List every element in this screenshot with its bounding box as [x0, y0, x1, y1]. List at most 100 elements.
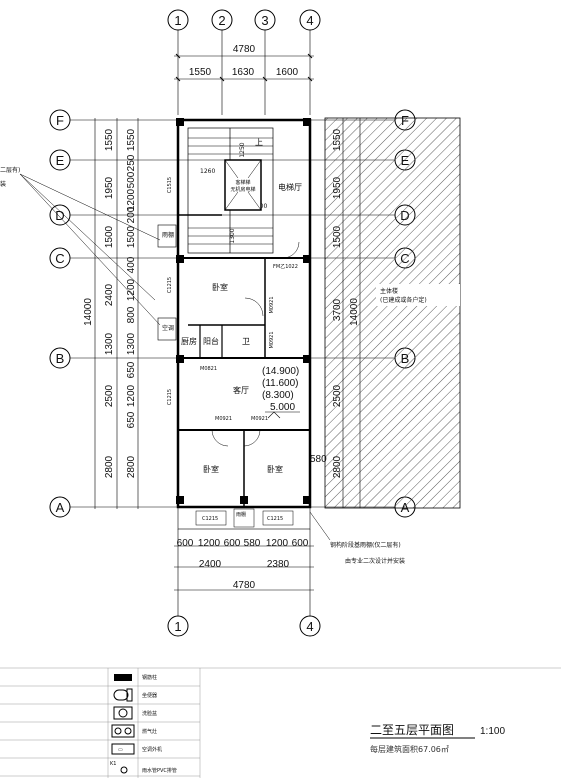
dim-bottom-p1: 2400 — [199, 559, 222, 570]
dim-left-o7: 2800 — [104, 455, 115, 478]
legend-pipe-code: K1 — [110, 761, 116, 767]
room-balcony: 阳台 — [203, 336, 219, 346]
dim-left-o3: 1500 — [104, 225, 115, 248]
elevator-hall-label: 电梯厅 — [278, 182, 302, 192]
dim-left-i1: 1550 — [126, 128, 137, 151]
drawing-title: 二至五层平面图 — [370, 723, 454, 737]
legend-label-4: 燃气灶 — [142, 728, 157, 735]
legend-stove-icon — [124, 727, 132, 735]
legend-label-5: 空调外机 — [142, 746, 162, 753]
dim-top-3: 1600 — [276, 67, 299, 78]
left-note-2: 装 — [0, 180, 6, 188]
dim-left-total: 14000 — [83, 298, 94, 326]
axis-label-1: 1 — [174, 13, 181, 28]
elevator-shaft: 客梯梯 无机房电梯 电梯厅 — [224, 159, 302, 211]
dim-right-o2: 1950 — [332, 176, 343, 199]
dim-left-i12: 1200 — [126, 384, 137, 407]
dim-right-o6: 2800 — [332, 455, 343, 478]
left-dimensions: 14000 1550 1950 1500 2400 1300 2500 2800… — [83, 118, 139, 509]
legend-label-1: 钢筋柱 — [142, 674, 157, 681]
dim-left-i8: 1200 — [126, 278, 137, 301]
dim-left-i5: 200 — [126, 206, 137, 223]
axis-label-3: 3 — [261, 13, 268, 28]
dim-left-i14: 2800 — [126, 455, 137, 478]
axis-label-c-left: C — [55, 251, 64, 266]
axis-label-4: 4 — [306, 13, 313, 28]
door-m0921b: M0921 — [269, 331, 275, 348]
neighbor-label: 主体楼 — [380, 287, 398, 295]
axis-label-b-left: B — [56, 351, 65, 366]
room-kitchen: 厨房 — [181, 336, 197, 346]
door-m0921d: M0921 — [251, 416, 268, 422]
stair-dim-1250: 1250 — [239, 142, 246, 157]
top-dimensions: 4780 1550 1630 1600 — [174, 44, 314, 82]
door-fm: FM乙1022 — [273, 263, 298, 270]
elevator-label: 客梯梯 — [235, 179, 250, 186]
legend-pipe-icon — [120, 766, 128, 774]
dim-left-i4: 1200 — [126, 188, 137, 211]
dim-right-partial: 580 — [310, 454, 327, 465]
bottom-rainshed: 雨棚 钢构阶段基雨棚(仅二层有) 由专业二次设计并安装 580 — [177, 454, 405, 565]
dim-right-o5: 2500 — [332, 384, 343, 407]
legend-table: ▭ K1 钢筋柱 坐便器 洗脸盆 燃气灶 空调外机 雨水管PVC排管 — [0, 667, 561, 778]
dim-left-i2: 250 — [126, 154, 137, 171]
dim-bottom-s2: 1200 — [198, 538, 221, 549]
window-c1215a: C1215 — [167, 277, 173, 293]
drawing-scale: 1:100 — [480, 726, 505, 737]
dim-bottom-p2: 2380 — [267, 559, 290, 570]
dim-left-o1: 1550 — [104, 128, 115, 151]
dim-bottom-s1: 600 — [177, 538, 194, 549]
column-axes-bottom: 1 4 — [167, 529, 321, 637]
dim-left-o4: 2400 — [104, 283, 115, 306]
dim-left-o2: 1950 — [104, 176, 115, 199]
stair-dim-1300b: 1300 — [229, 228, 236, 243]
axis-label-f-left: F — [56, 113, 64, 128]
dim-right-o1: 1550 — [332, 128, 343, 151]
bottom-note-2: 由专业二次设计并安装 — [345, 557, 405, 565]
dim-left-i6: 1500 — [126, 225, 137, 248]
aircon-label: 空调 — [162, 324, 174, 332]
elevator-label-2: 无机房电梯 — [230, 186, 255, 193]
elevation-markers: (14.900) (11.600) (8.300) 5.000 — [262, 366, 300, 419]
door-m0921c: M0921 — [215, 416, 232, 422]
neighbor-building: 主体楼 (已建成或各户定) 1550 1950 1500 3700 2500 2… — [324, 117, 461, 509]
room-wc: 卫 — [242, 337, 250, 346]
axis-label-2: 2 — [218, 13, 225, 28]
legend-label-2: 坐便器 — [142, 692, 157, 699]
room-bedroom-mid: 卧室 — [212, 282, 228, 292]
dim-left-i11: 650 — [126, 361, 137, 378]
room-bedroom-right: 卧室 — [267, 464, 283, 474]
dim-left-i10: 1300 — [126, 332, 137, 355]
dim-left-i13: 650 — [126, 411, 137, 428]
room-bedroom-left: 卧室 — [203, 464, 219, 474]
window-c1215b: C1215 — [167, 389, 173, 405]
axis-label-4-bottom: 4 — [306, 619, 313, 634]
dim-left-o5: 1300 — [104, 332, 115, 355]
window-c1215d: C1215 — [267, 516, 283, 522]
legend-label-3: 洗脸盆 — [142, 710, 157, 717]
door-window-tags: FM乙1022 M0921 M0921 M0821 M0921 M0921 C1… — [167, 177, 300, 522]
dim-right-total: 14000 — [349, 298, 360, 326]
room-labels: 卧室 客厅 厨房 阳台 卫 卧室 卧室 雨棚 空调 — [157, 224, 283, 474]
dim-bottom-s5: 1200 — [266, 538, 289, 549]
legend-label-6: 雨水管PVC排管 — [142, 767, 177, 774]
axis-label-1-bottom: 1 — [174, 619, 181, 634]
svg-text:▭: ▭ — [118, 747, 123, 753]
elevation-2: (11.600) — [262, 378, 299, 389]
dim-bottom-s6: 600 — [292, 538, 309, 549]
dim-right-o4: 3700 — [332, 298, 343, 321]
dim-top-2: 1630 — [232, 67, 255, 78]
title-block: 二至五层平面图 1:100 每层建筑面积67.06㎡ — [370, 723, 505, 754]
elevation-1: (14.900) — [262, 366, 299, 377]
dim-top-total: 4780 — [233, 44, 256, 55]
dim-left-i7: 400 — [126, 256, 137, 273]
elevation-4: 5.000 — [270, 402, 295, 413]
axis-label-e-left: E — [56, 153, 65, 168]
dim-left-o6: 2500 — [104, 384, 115, 407]
door-m0921a: M0921 — [269, 296, 275, 313]
dim-right-o3: 1500 — [332, 225, 343, 248]
axis-label-a-left: A — [56, 500, 65, 515]
window-c1215c: C1215 — [202, 516, 218, 522]
door-m0821: M0821 — [200, 366, 217, 372]
